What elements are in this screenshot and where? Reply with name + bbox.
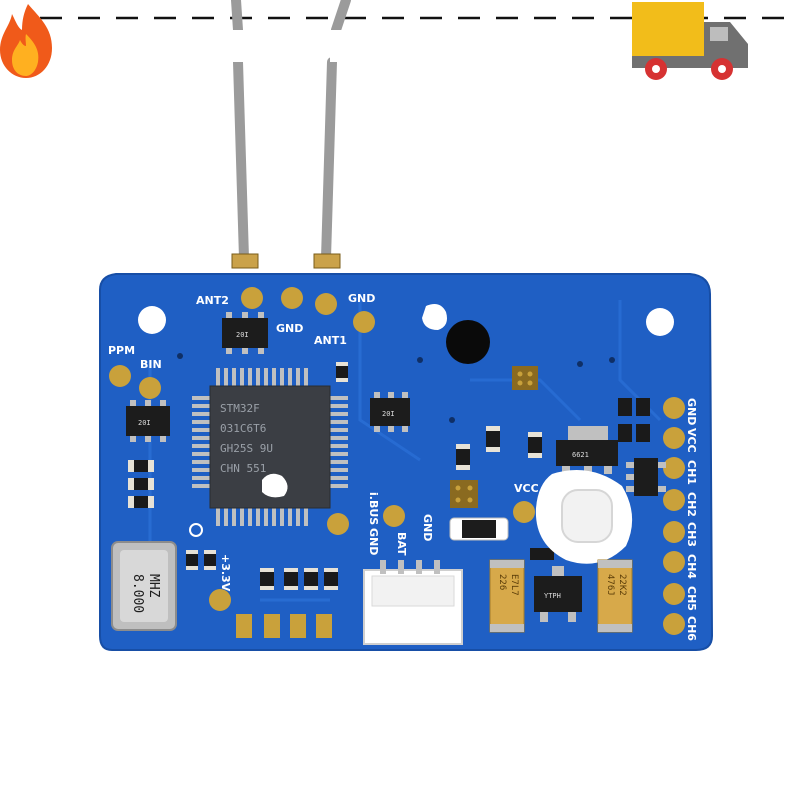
smd-components: [128, 353, 650, 590]
small-chip-top-label: 20I: [236, 331, 249, 339]
small-chip-mid: 20I: [370, 392, 410, 432]
channel-label-ch5: CH5: [685, 586, 698, 611]
shield-hole: [446, 320, 490, 364]
top-pads: [109, 287, 535, 611]
small-chip-left-label: 20I: [138, 419, 151, 427]
mcu-line-2: 031C6T6: [220, 422, 266, 435]
label-ppm: PPM: [108, 344, 135, 357]
bottom-pads: [236, 614, 332, 638]
mount-hole-left: [138, 306, 166, 334]
cap-left-line-1: 226: [497, 574, 507, 590]
label-ant2: ANT2: [196, 294, 229, 307]
cap-right-line-2: 22K2: [617, 574, 627, 596]
label-bin: BIN: [140, 358, 162, 371]
silkscreen-labels: ANT2 GND ANT1 GND PPM BIN i.BUS GND BAT …: [108, 292, 539, 592]
solder-mask-blob: [422, 304, 447, 330]
voltage-regulator: 6621: [556, 426, 618, 474]
small-chip-mid-label: 20I: [382, 410, 395, 418]
jst-connector: [363, 560, 463, 645]
channel-label-ch1: CH1: [685, 460, 698, 485]
channel-label-ch4: CH4: [685, 554, 698, 579]
regulator-label: 6621: [572, 451, 589, 459]
label-gnd-bottom: GND: [367, 528, 380, 555]
label-ant1: ANT1: [314, 334, 347, 347]
tantalum-capacitor-right: 476J 22K2: [597, 559, 633, 633]
transistor: YTPH: [534, 566, 582, 622]
label-3v3: +3.3V: [219, 554, 232, 592]
label-bat: BAT: [395, 532, 408, 556]
cap-left-line-2: E7L7: [509, 574, 519, 596]
mcu-line-4: CHN 551: [220, 462, 266, 475]
fire-icon: [0, 4, 52, 78]
mount-hole-right: [646, 308, 674, 336]
channel-label-ch6: CH6: [685, 616, 698, 641]
label-gnd-bat: GND: [421, 514, 434, 541]
small-chip-left: 20I: [126, 400, 170, 442]
delivery-truck-icon: [632, 2, 748, 80]
cap-right-line-1: 476J: [605, 574, 615, 596]
transistor-label: YTPH: [544, 592, 561, 600]
crystal-line-1: 8.000: [130, 574, 145, 613]
mcu-line-1: STM32F: [220, 402, 260, 415]
power-resistor: [449, 517, 509, 541]
side-chip: [626, 458, 666, 496]
channel-pads: [663, 397, 685, 635]
channel-label-vcc: VCC: [685, 428, 698, 453]
label-gnd-top-left: GND: [276, 322, 303, 335]
label-vcc-mid: VCC: [514, 482, 539, 495]
small-chip-top: 20I: [222, 312, 268, 354]
crystal-line-2: MHZ: [146, 574, 161, 598]
channel-label-column: GND VCC CH1 CH2 CH3 CH4 CH5 CH6: [685, 398, 698, 641]
antenna-wires: [231, 0, 351, 269]
label-gnd-top-right: GND: [348, 292, 375, 305]
channel-label-gnd: GND: [685, 398, 698, 425]
tantalum-capacitor-left: 226 E7L7: [489, 559, 525, 633]
channel-label-ch3: CH3: [685, 522, 698, 547]
label-ibus: i.BUS: [367, 492, 380, 525]
crystal-oscillator: 8.000 MHZ: [111, 541, 177, 631]
bind-button: [535, 470, 633, 564]
channel-label-ch2: CH2: [685, 492, 698, 517]
mcu-chip: STM32F 031C6T6 GH25S 9U CHN 551: [192, 368, 348, 526]
mcu-line-3: GH25S 9U: [220, 442, 273, 455]
